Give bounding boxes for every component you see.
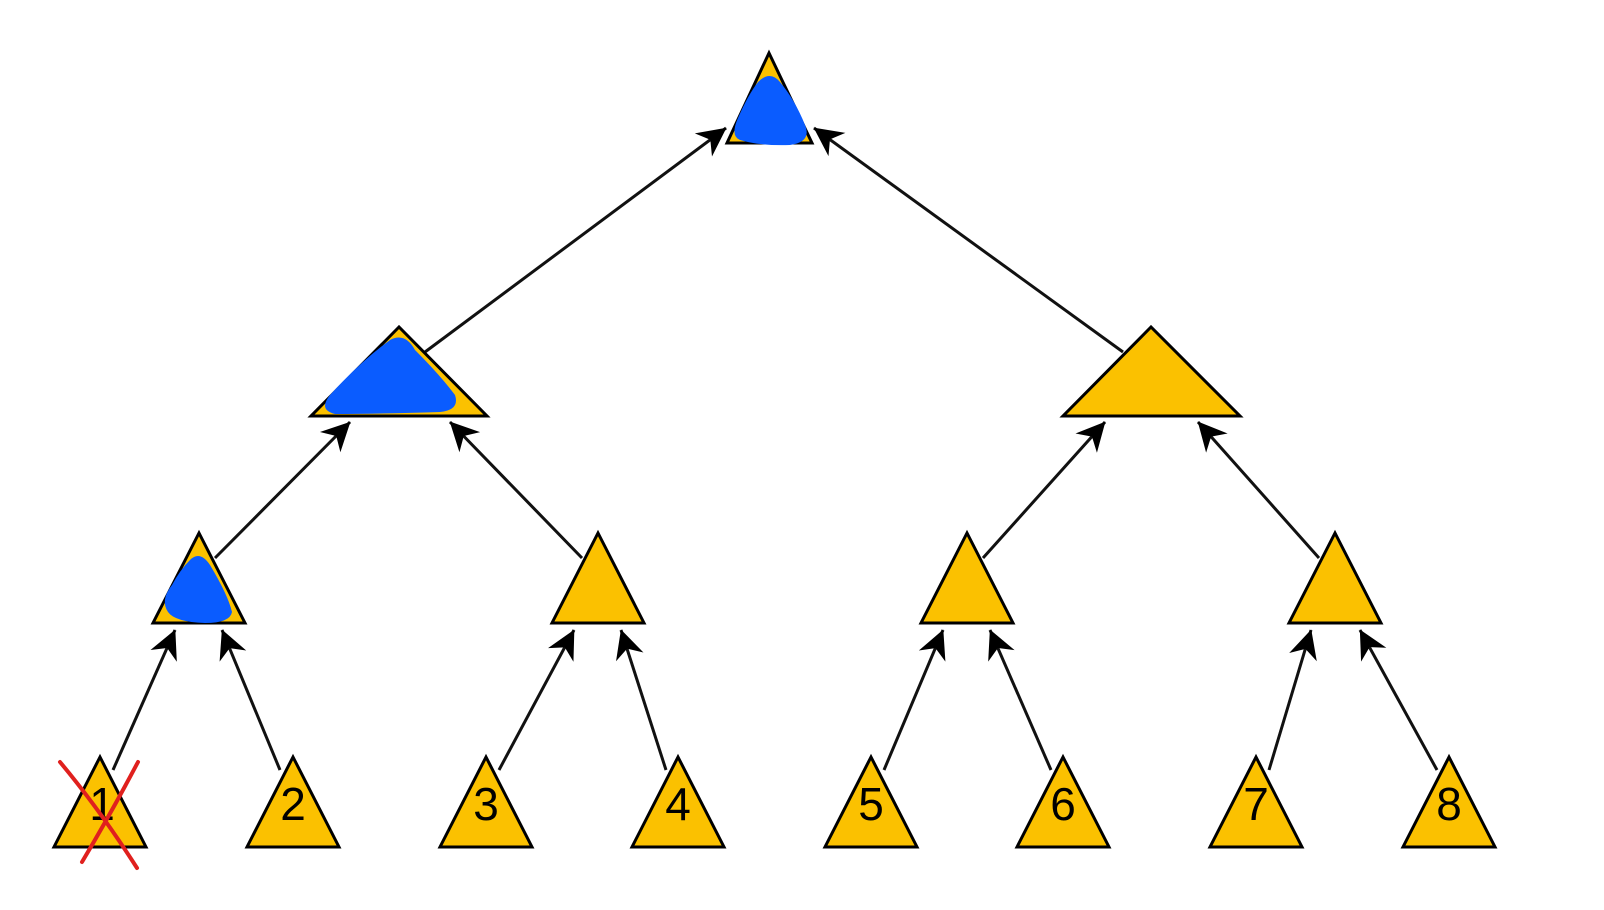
- node-level2-left: [307, 324, 491, 418]
- edge-leaf7: [1267, 629, 1317, 771]
- highlight-blob: [734, 76, 807, 146]
- leaf-8: 8: [1400, 753, 1498, 849]
- leaf-1: 1: [51, 753, 149, 870]
- edge-leaf6: [988, 629, 1053, 771]
- edge-l3-1: [213, 420, 352, 560]
- edge-l3-4: [1196, 421, 1321, 559]
- node-level3-2: [549, 529, 647, 625]
- cross-out-mark: [58, 760, 140, 870]
- edge-leaf5: [882, 629, 946, 771]
- leaf-label: 7: [1243, 778, 1269, 830]
- leaf-label: 3: [473, 778, 499, 830]
- edge-leaf4: [616, 629, 668, 771]
- edge-l2-left: [424, 126, 727, 354]
- leaf-5: 5: [822, 753, 920, 849]
- node-level2-right: [1059, 324, 1244, 418]
- highlight-blob: [164, 556, 232, 623]
- edge-l3-2: [448, 420, 584, 560]
- leaf-4: 4: [629, 753, 727, 849]
- highlight-blob: [325, 337, 456, 414]
- edge-leaf2: [219, 629, 282, 771]
- edge-l3-3: [981, 420, 1107, 560]
- leaf-6: 6: [1014, 753, 1112, 849]
- edge-leaf3: [497, 629, 576, 771]
- node-level3-3: [918, 529, 1016, 625]
- node-level3-1: [150, 529, 248, 625]
- edge-leaf1: [111, 629, 177, 771]
- edge-l2-right: [813, 126, 1124, 354]
- leaf-2: 2: [244, 753, 342, 849]
- leaf-label: 2: [280, 778, 306, 830]
- leaf-label: 8: [1436, 778, 1462, 830]
- leaf-label: 5: [858, 778, 884, 830]
- leaf-3: 3: [437, 753, 535, 849]
- leaf-7: 7: [1207, 753, 1305, 849]
- node-root: [724, 49, 815, 146]
- edges: [111, 126, 1439, 771]
- node-level3-4: [1286, 529, 1384, 625]
- leaf-label: 4: [665, 778, 691, 830]
- leaf-label: 6: [1050, 778, 1076, 830]
- edge-leaf8: [1358, 629, 1439, 771]
